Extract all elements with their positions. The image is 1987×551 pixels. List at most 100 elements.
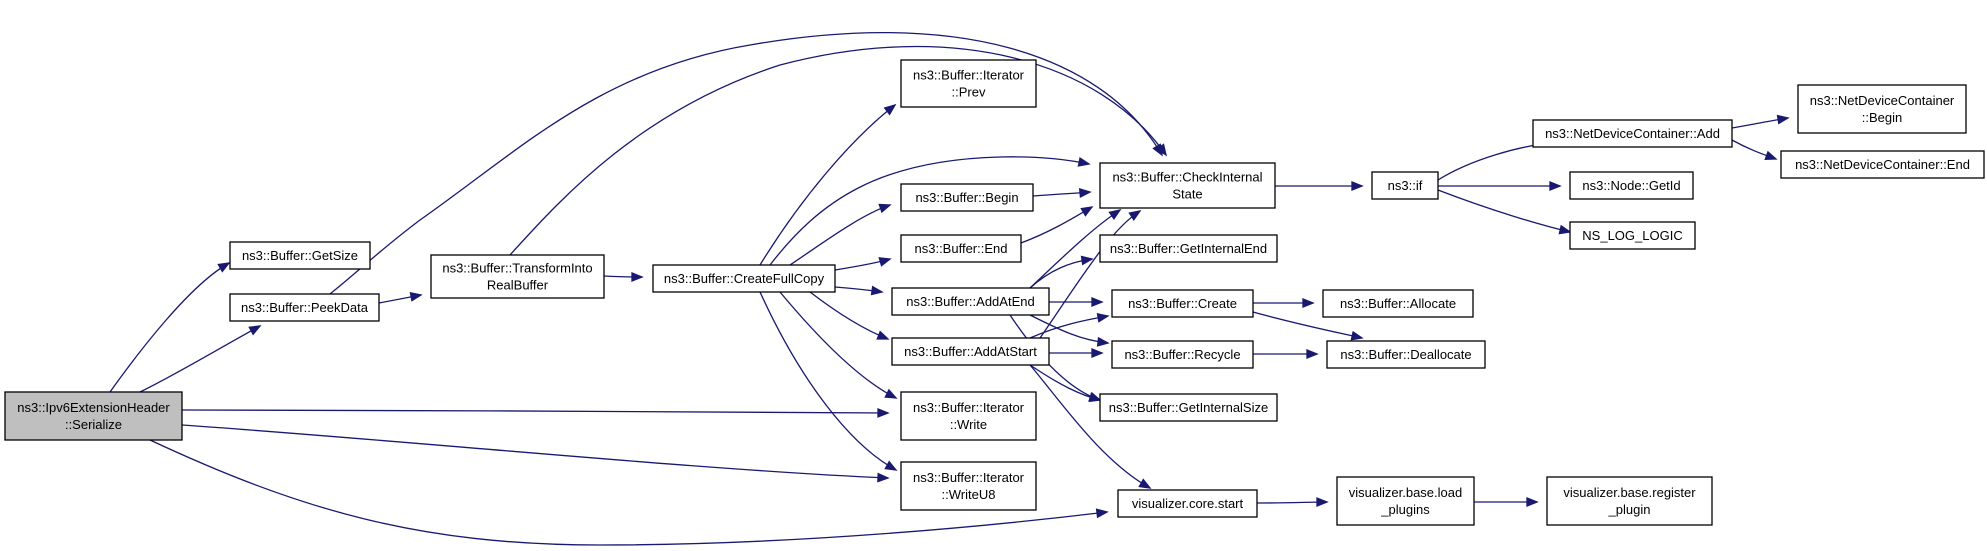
node-label: _plugins (1380, 502, 1430, 517)
node-addatstart[interactable]: ns3::Buffer::AddAtStart (891, 337, 1050, 366)
node-loadplugins[interactable]: visualizer.base.load _plugins (1336, 476, 1475, 526)
node-end[interactable]: ns3::Buffer::End (900, 234, 1022, 263)
node-box (229, 293, 380, 322)
node-deallocate[interactable]: ns3::Buffer::Deallocate (1326, 340, 1486, 369)
node-box (1569, 221, 1696, 250)
node-box (891, 287, 1050, 316)
node-box (1532, 119, 1733, 148)
node-label: ns3::Buffer::Recycle (1124, 347, 1240, 362)
arrowhead (248, 325, 262, 336)
node-label: ns3::Buffer::Begin (915, 190, 1018, 205)
node-label: ns3::Buffer::CheckInternal (1112, 170, 1262, 185)
arrowhead (877, 407, 890, 418)
node-box (900, 234, 1022, 263)
edge-line (509, 45, 1167, 256)
arrowhead (1095, 508, 1109, 519)
edge-addatstart-to-create (1029, 312, 1110, 339)
node-iterwriteu8[interactable]: ns3::Buffer::Iterator::WriteU8 (900, 461, 1037, 511)
edge-line (181, 409, 889, 414)
node-iterwrite[interactable]: ns3::Buffer::Iterator::Write (900, 391, 1037, 441)
node-getinternalsize[interactable]: ns3::Buffer::GetInternalSize (1099, 393, 1278, 422)
edge-loadplugins-to-registerplugin (1474, 497, 1539, 507)
node-nodegetid[interactable]: ns3::Node::GetId (1569, 171, 1694, 200)
node-box (900, 59, 1037, 108)
arrowhead (884, 388, 898, 399)
node-registerplugin[interactable]: visualizer.base.register _plugin (1546, 476, 1713, 526)
node-box (1569, 171, 1694, 200)
node-label: ns3::Buffer::Deallocate (1340, 347, 1471, 362)
node-getsize[interactable]: ns3::Buffer::GetSize (229, 241, 371, 270)
node-addatend[interactable]: ns3::Buffer::AddAtEnd (891, 287, 1050, 316)
node-label: ns3::Buffer::AddAtStart (904, 344, 1037, 359)
edge-create-to-allocate (1253, 298, 1315, 308)
edge-line (329, 31, 1163, 295)
node-label: _plugin (1608, 502, 1651, 517)
edge-create-to-deallocate (1252, 311, 1364, 341)
node-createfullcopy[interactable]: ns3::Buffer::CreateFullCopy (652, 264, 836, 293)
node-label: ::Write (950, 417, 987, 432)
node-begin[interactable]: ns3::Buffer::Begin (900, 183, 1034, 212)
node-ndcend[interactable]: ns3::NetDeviceContainer::End (1780, 150, 1985, 179)
node-box (1099, 393, 1278, 422)
node-iterprev[interactable]: ns3::Buffer::Iterator::Prev (900, 59, 1037, 108)
edge-createfullcopy-to-iterprev (759, 103, 897, 266)
node-box (900, 461, 1037, 511)
edge-addatstart-to-getinternalsize (1029, 364, 1102, 403)
arrowhead (1558, 224, 1572, 235)
node-label: ns3::Ipv6ExtensionHeader (17, 400, 170, 415)
edge-line (149, 439, 1108, 546)
node-label: ns3::NetDeviceContainer (1810, 93, 1955, 108)
edge-addatstart-to-vizstart (1029, 364, 1152, 489)
node-peekdata[interactable]: ns3::Buffer::PeekData (229, 293, 380, 322)
node-label: ns3::NetDeviceContainer::End (1795, 157, 1970, 172)
node-box (891, 337, 1050, 366)
edge-line (789, 204, 891, 266)
arrowhead (884, 460, 898, 471)
node-recycle[interactable]: ns3::Buffer::Recycle (1111, 340, 1254, 369)
arrowhead (1306, 349, 1319, 359)
edge-addatstart-to-recycle (1049, 348, 1104, 358)
arrowhead (1128, 210, 1142, 221)
edge-end-to-checkinternal (1020, 206, 1094, 244)
node-getinternalend[interactable]: ns3::Buffer::GetInternalEnd (1099, 234, 1278, 263)
node-label: ns3::Buffer::GetInternalEnd (1110, 241, 1267, 256)
node-label: visualizer.core.start (1132, 496, 1244, 511)
edge-line (1029, 209, 1121, 289)
node-label: ::Prev (952, 85, 986, 100)
arrowhead (1080, 206, 1094, 217)
node-nsif[interactable]: ns3::if (1371, 171, 1439, 200)
arrowhead (1096, 336, 1110, 347)
node-box (4, 391, 183, 441)
node-label: ::WriteU8 (942, 487, 996, 502)
node-label: visualizer.base.load (1349, 485, 1462, 500)
edge-createfullcopy-to-begin (789, 203, 892, 266)
edge-begin-to-checkinternal (1032, 188, 1092, 198)
node-ndcbegin[interactable]: ns3::NetDeviceContainer::Begin (1797, 84, 1967, 134)
edge-line (181, 424, 889, 479)
node-box (1546, 476, 1713, 526)
node-box (1111, 340, 1254, 369)
arrowhead (870, 285, 884, 296)
edge-createfullcopy-to-addatstart (809, 291, 890, 340)
edge-serialize-to-getsize (109, 262, 231, 393)
node-nslog[interactable]: NS_LOG_LOGIC (1569, 221, 1696, 250)
node-vizstart[interactable]: visualizer.core.start (1117, 489, 1258, 518)
node-box (1099, 234, 1278, 263)
node-label: ns3::Buffer::TransformInto (442, 261, 592, 276)
node-create[interactable]: ns3::Buffer::Create (1111, 289, 1254, 318)
node-box (430, 254, 605, 299)
node-allocate[interactable]: ns3::Buffer::Allocate (1322, 289, 1474, 318)
edge-line (109, 262, 230, 393)
edge-line (1437, 141, 1561, 181)
arrowhead (883, 103, 897, 116)
arrowhead (1351, 181, 1364, 191)
node-label: visualizer.base.register (1563, 485, 1696, 500)
edge-createfullcopy-to-addatend (834, 285, 884, 296)
edge-line (769, 156, 1090, 266)
node-serialize[interactable]: ns3::Ipv6ExtensionHeader::Serialize (4, 391, 183, 441)
node-ndcadd[interactable]: ns3::NetDeviceContainer::Add (1532, 119, 1733, 148)
node-box (1117, 489, 1258, 518)
node-label: ::Serialize (65, 417, 122, 432)
